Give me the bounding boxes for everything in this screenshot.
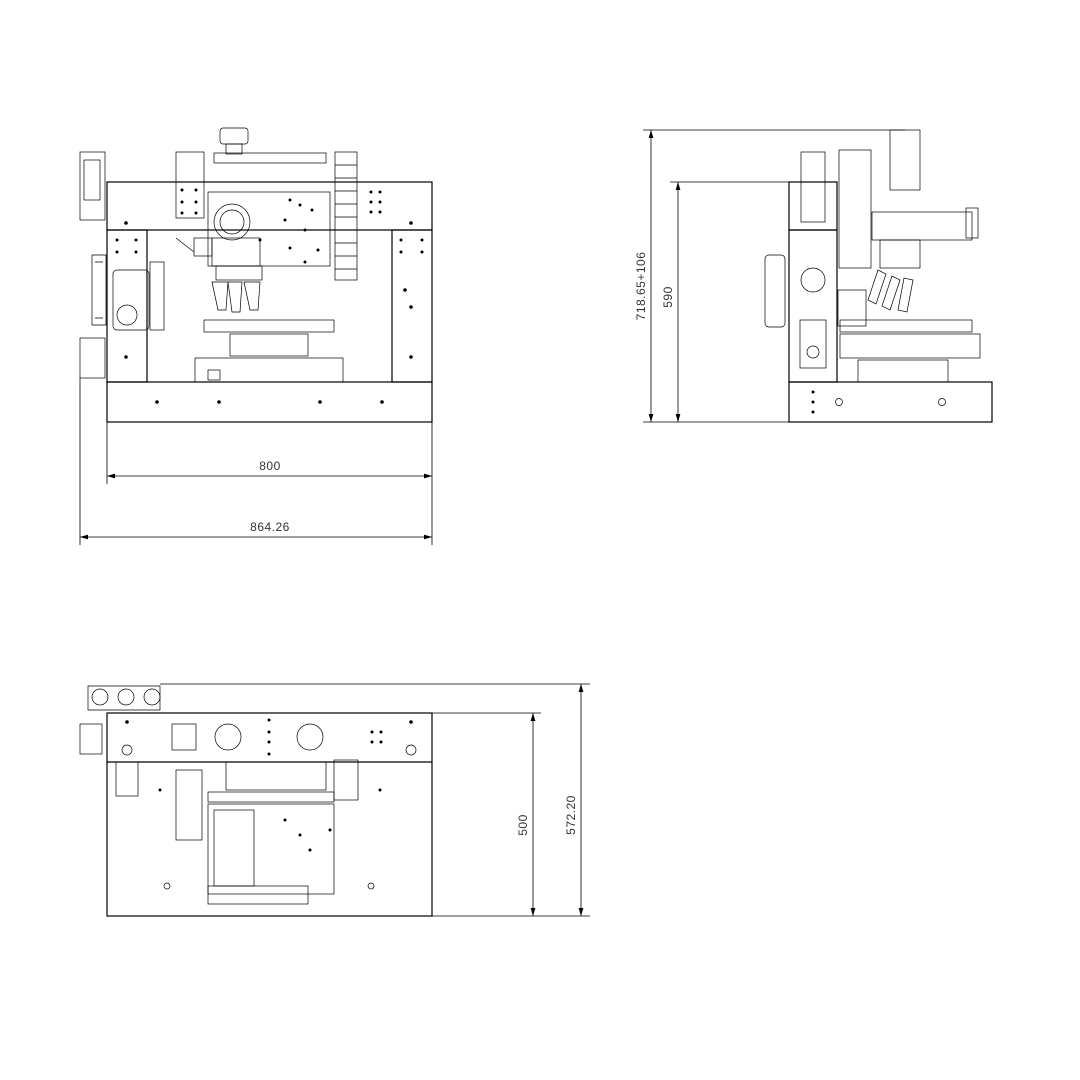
dimension-lines — [79, 129, 905, 917]
dim-width-overall: 864.26 — [250, 520, 290, 534]
top-view — [79, 685, 433, 917]
dim-width-inner: 800 — [259, 459, 281, 473]
dim-depth-overall: 572.20 — [564, 795, 578, 835]
side-view — [764, 129, 993, 423]
dim-height-overall: 718.65+106 — [634, 252, 648, 321]
front-view — [79, 127, 433, 423]
dim-depth-frame: 500 — [516, 814, 530, 836]
dim-height-frame: 590 — [661, 286, 675, 308]
